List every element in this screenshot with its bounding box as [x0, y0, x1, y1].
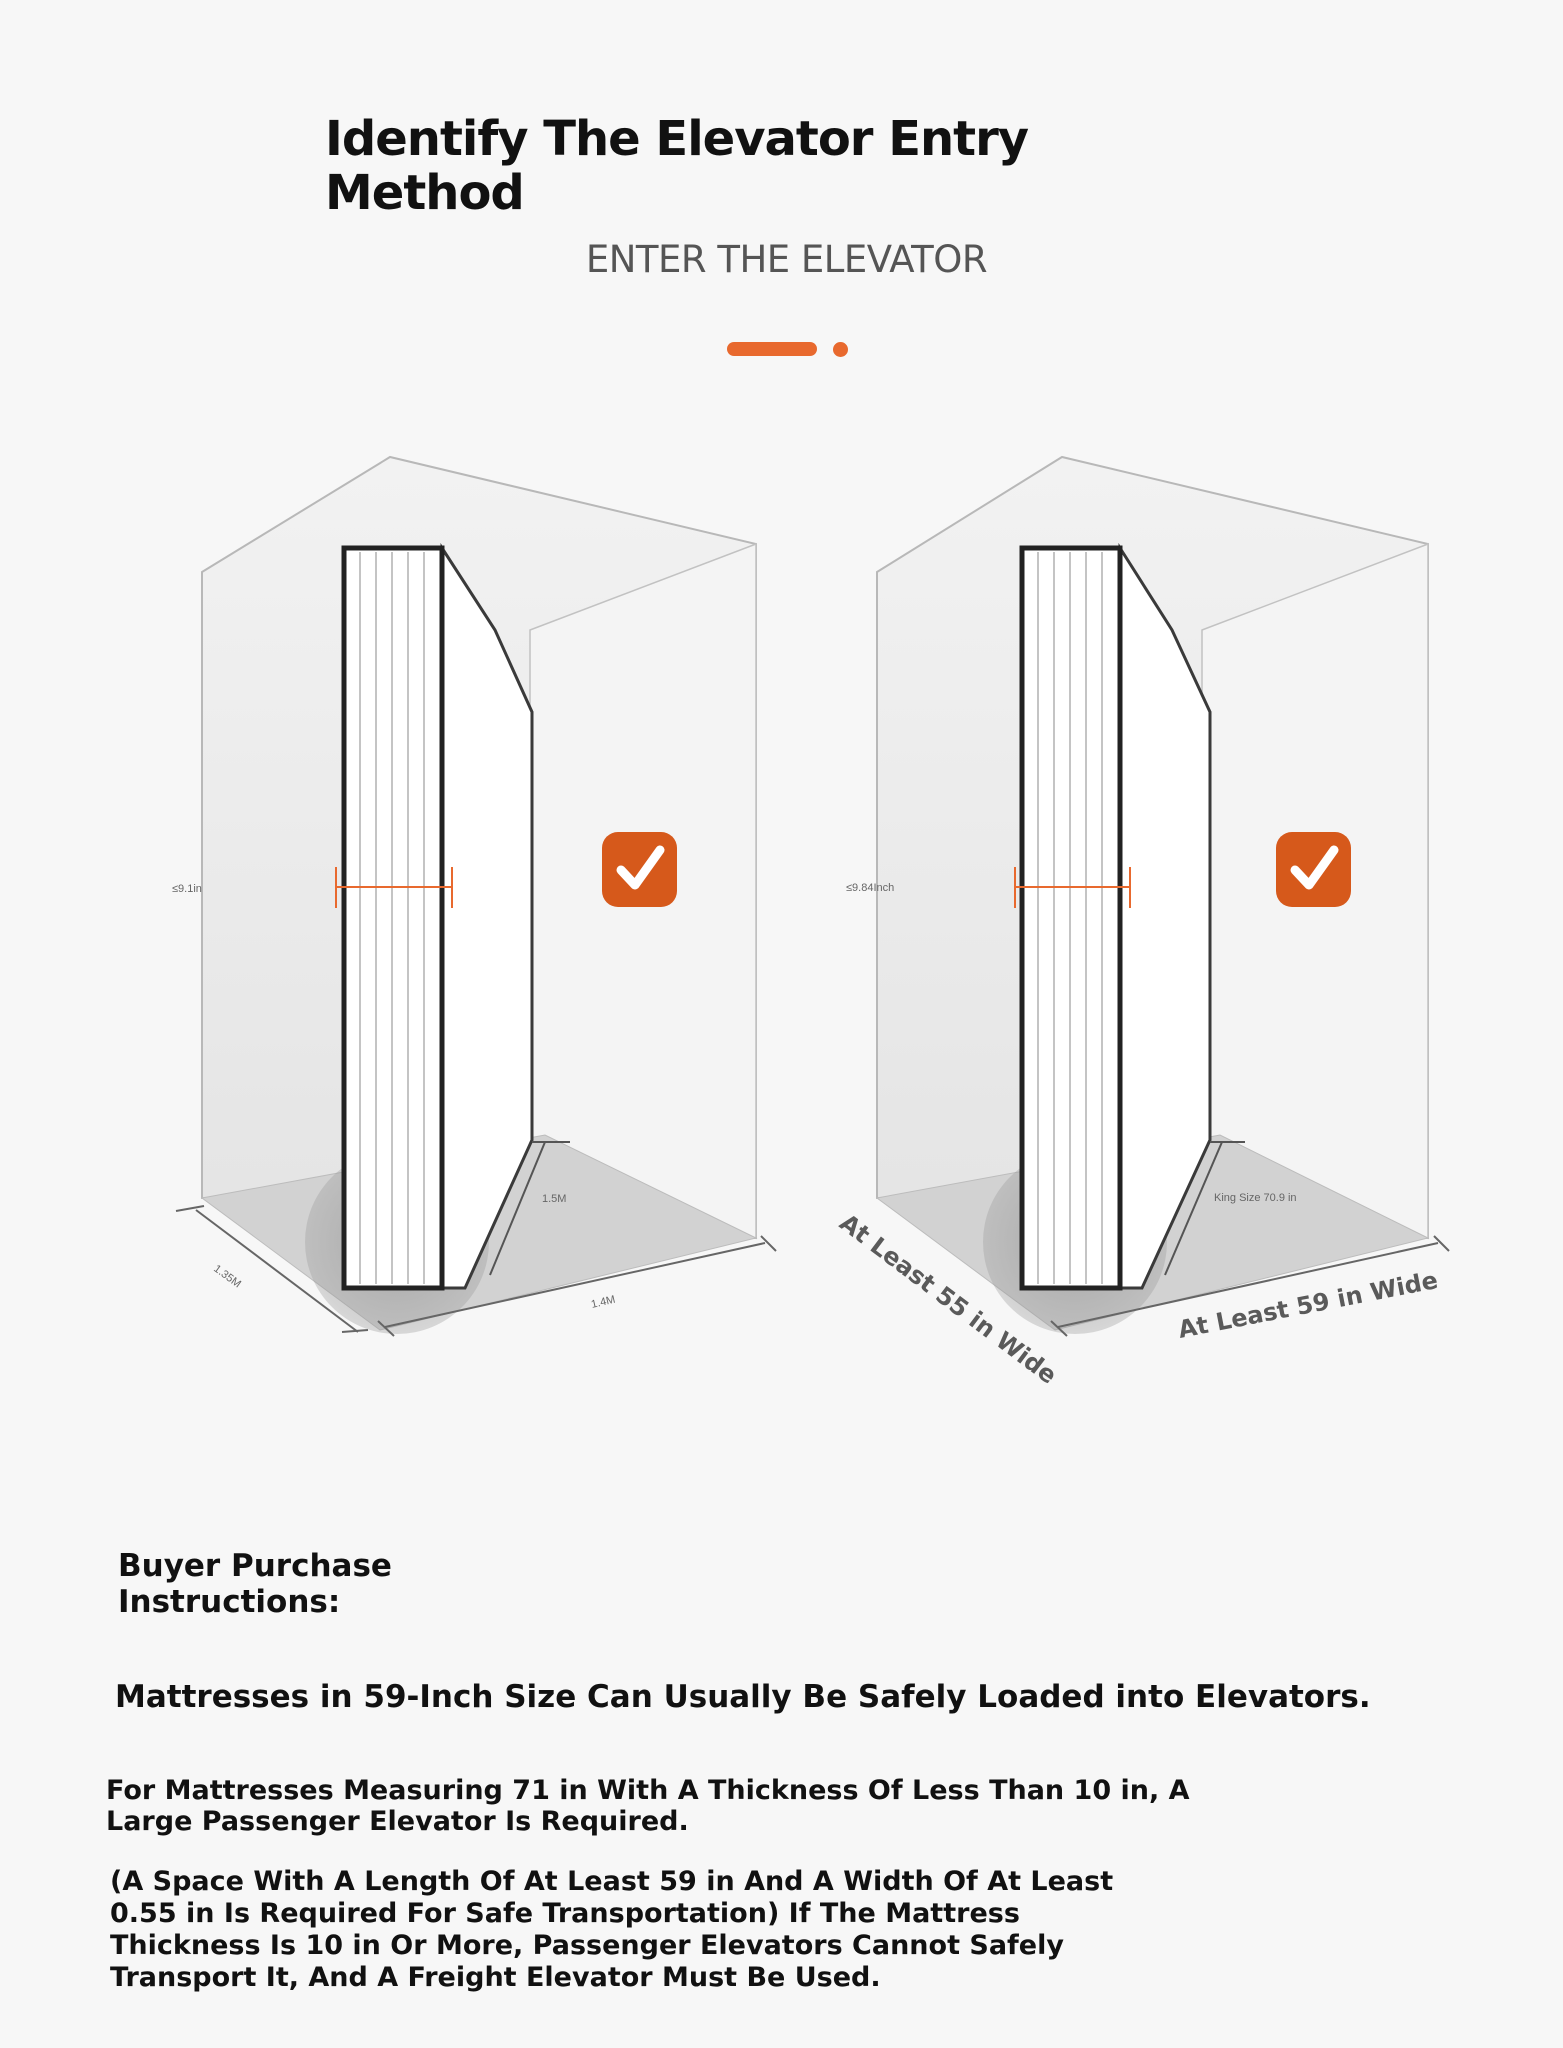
left-height-dimension [489, 1141, 570, 1276]
left-width-dimension [377, 1235, 777, 1337]
accent-dot [833, 342, 848, 357]
left-depth-dimension [175, 1205, 369, 1333]
right-check-badge [1276, 832, 1351, 907]
right-thickness-label: ≤9.84Inch [846, 882, 894, 894]
page-subtitle: ENTER THE ELEVATOR [585, 238, 988, 281]
left-thickness-marker [335, 867, 453, 908]
buyer-instructions-heading: Buyer Purchase Instructions: [118, 1548, 392, 1620]
page-title: Identify The Elevator Entry Method [325, 111, 1029, 221]
instruction-note-2: For Mattresses Measuring 71 in With A Th… [106, 1775, 1190, 1837]
right-thickness-marker [1014, 867, 1131, 908]
instruction-note-3: (A Space With A Length Of At Least 59 in… [110, 1866, 1114, 1993]
checkmark-badge-icon [1276, 832, 1351, 907]
checkmark-badge-icon [602, 832, 677, 907]
left-width-label: 1.4M [590, 1294, 617, 1311]
elevator-diagrams: ≤9.1in 1.5M 1.35M 1.4M [172, 455, 1450, 1390]
accent-dash [727, 342, 817, 356]
left-thickness-label: ≤9.1in [172, 883, 202, 895]
right-height-label: King Size 70.9 in [1214, 1192, 1297, 1204]
right-mattress-layers [1037, 552, 1103, 1284]
left-height-label: 1.5M [542, 1193, 566, 1205]
right-height-dimension [1164, 1141, 1245, 1276]
left-mattress-side [341, 545, 445, 1291]
left-depth-label: 1.35M [211, 1263, 243, 1291]
right-width-dimension [1050, 1235, 1450, 1337]
right-mattress-side [1019, 545, 1123, 1291]
left-elevator-diagram: ≤9.1in 1.5M 1.35M 1.4M [172, 455, 777, 1337]
left-mattress-layers [359, 552, 425, 1284]
right-elevator-diagram: ≤9.84Inch King Size 70.9 in At Least 55 … [834, 455, 1450, 1390]
left-check-badge [602, 832, 677, 907]
instruction-note-1: Mattresses in 59-Inch Size Can Usually B… [115, 1679, 1371, 1715]
